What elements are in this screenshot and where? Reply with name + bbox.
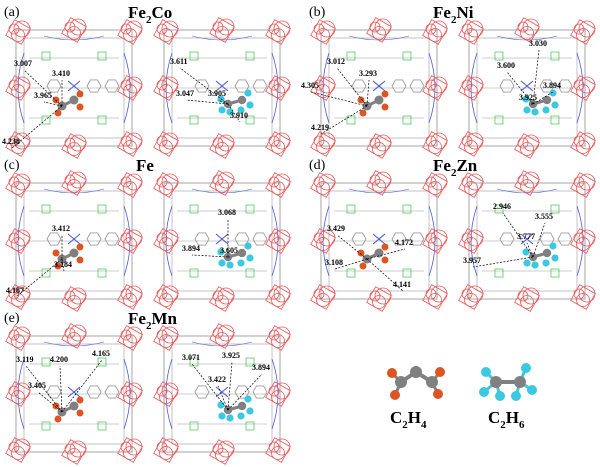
mof-cell-c2h4: 3.012 3.293 4.305 4.219 (301, 17, 448, 159)
c2h6-label: C2H6 (488, 408, 525, 431)
c2h4-molecule (52, 396, 84, 423)
distance-label: 3.925 (519, 93, 537, 102)
panel-title: Fe2Zn (433, 156, 478, 179)
distance-label: 3.957 (463, 256, 481, 265)
distance-label: 3.429 (327, 224, 345, 233)
mof-cell-c2h6: 3.068 3.894 3.605 (153, 170, 291, 312)
distance-label: 4.165 (92, 349, 110, 358)
distance-label: 4.187 (6, 286, 24, 295)
legend: C2H4 C2H6 (387, 363, 537, 431)
distance-label: 2.946 (493, 202, 511, 211)
distance-label: 3.894 (182, 244, 200, 253)
distance-label: 3.894 (543, 81, 561, 90)
distance-label: 3.068 (218, 208, 236, 217)
panel-title: Fe (136, 156, 154, 175)
mof-cell-c2h4: 3.429 3.108 4.172 4.141 (310, 170, 448, 312)
distance-label: 3.184 (54, 260, 72, 269)
c2h4-molecule (52, 90, 84, 117)
distance-label: 4.172 (395, 238, 413, 247)
distance-label: 3.030 (529, 39, 547, 48)
distance-label: 4.200 (50, 355, 68, 364)
distance-label: 3.012 (327, 57, 345, 66)
c2h6-molecule (217, 89, 254, 116)
mof-cell-c2h4: 3.007 3.410 3.965 4.238 (2, 17, 143, 159)
panel-b: (b)Fe2Ni3.0123.2934.3054.2193.0303.6003.… (301, 3, 596, 159)
mof-cell-c2h4: 3.412 3.184 4.187 (5, 170, 143, 312)
distance-label: 3.007 (14, 59, 32, 68)
distance-label: 3.422 (208, 375, 226, 384)
distance-label: 3.605 (220, 246, 238, 255)
panel-c: (c) Fe 3.412 3.184 4.187 3.068 3.894 3.605 (4, 156, 291, 312)
c2h4-molecule (52, 243, 84, 270)
panel-label: (e) (4, 311, 20, 326)
distance-label: 3.910 (230, 111, 248, 120)
panel-title: Fe2Ni (433, 3, 474, 26)
c2h6-molecule (522, 89, 559, 116)
distance-label: 3.611 (170, 57, 188, 66)
distance-label: 3.600 (497, 61, 515, 70)
distance-label: 3.108 (325, 258, 343, 267)
distance-label: 3.965 (34, 91, 52, 100)
distance-label: 3.894 (252, 363, 270, 372)
c2h6-molecule-icon (479, 363, 537, 401)
distance-label: 4.305 (301, 81, 319, 90)
distance-label: 4.238 (2, 137, 20, 146)
distance-label: 3.905 (208, 89, 226, 98)
mof-cell-c2h6: 2.946 3.555 3.777 3.957 (458, 170, 596, 312)
distance-label: 4.141 (393, 280, 411, 289)
distance-label: 3.777 (517, 232, 535, 241)
mof-cell-c2h4: 3.119 4.200 4.165 3.405 (5, 323, 143, 465)
distance-label: 3.071 (182, 353, 200, 362)
panel-label: (c) (4, 158, 20, 173)
c2h6-molecule (217, 242, 254, 269)
panel-d: (d) Fe2Zn 3.429 3.108 4.172 4.141 2.946 3.555 3.… (309, 156, 596, 312)
panel-title: Fe2Co (128, 3, 172, 26)
mof-cell-c2h6: 3.030 3.600 3.894 3.925 (458, 17, 596, 159)
distance-label: 3.412 (52, 224, 70, 233)
mof-cell-c2h6: 3.611 3.047 3.905 3.910 (153, 17, 291, 159)
distance-label: 3.119 (16, 355, 34, 364)
distance-label: 3.293 (359, 69, 377, 78)
c2h4-molecule (357, 90, 389, 117)
c2h6-molecule (217, 395, 254, 422)
distance-label: 3.410 (52, 69, 70, 78)
distance-label: 3.047 (176, 89, 194, 98)
mof-cell-c2h6: 3.071 3.925 3.894 3.422 (153, 323, 291, 465)
distance-label: 3.555 (535, 212, 553, 221)
panel-label: (b) (309, 5, 326, 20)
panel-label: (d) (309, 158, 326, 173)
distance-label: 4.219 (311, 123, 329, 132)
panel-title: Fe2Mn (128, 309, 177, 332)
distance-label: 3.405 (28, 381, 46, 390)
distance-label: 3.925 (222, 351, 240, 360)
c2h6-molecule (522, 242, 559, 269)
panel-label: (a) (4, 5, 20, 20)
c2h4-label: C2H4 (390, 408, 427, 431)
c2h4-molecule (357, 243, 389, 270)
c2h4-molecule-icon (387, 366, 445, 400)
